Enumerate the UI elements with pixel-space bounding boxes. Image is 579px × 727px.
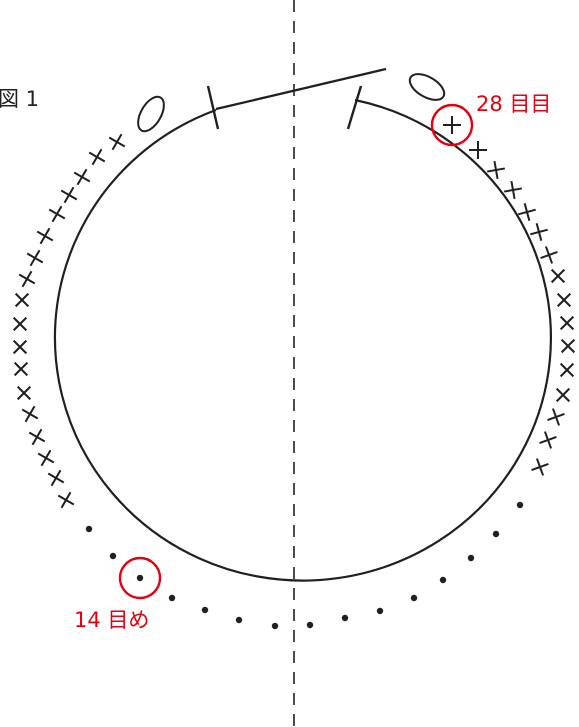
chain-oval-left [137,95,165,133]
single-crochet-symbol [12,339,28,355]
single-crochet-symbol [88,148,106,166]
annotation-14: 14 目め [74,608,149,632]
single-crochet-symbol [555,387,571,403]
single-crochet-symbol [518,203,536,221]
single-crochet-symbol [503,180,523,200]
single-crochet-symbol [13,361,29,377]
slip-stitch-symbol [85,525,93,533]
single-crochet-symbol [469,141,487,159]
single-crochet-symbol [559,315,575,331]
single-crochet-symbol [48,205,66,223]
tail-line [215,67,387,111]
single-crochet-symbol [550,268,566,284]
single-crochet-symbol [14,292,30,308]
slip-stitch-symbol [516,501,524,509]
slip-stitch-symbol [306,621,314,629]
slip-stitch-symbol [376,607,384,615]
single-crochet-symbol [540,246,558,264]
single-crochet-symbol [26,249,44,267]
annotation-28: 28 目目 [476,92,551,116]
single-crochet-symbol [28,428,46,446]
single-crochet-symbol [539,431,557,449]
left-stitch-row [12,133,126,509]
single-crochet-symbol [12,316,28,332]
slip-stitch-symbol [271,622,279,630]
slip-stitch-symbol [235,616,243,624]
right-stitch-row [443,116,576,476]
single-crochet-symbol [108,133,126,151]
start-bar [206,85,220,130]
single-crochet-symbol [560,338,576,354]
figure-label: 図 1 [0,87,39,111]
slip-stitch-symbol [201,606,209,614]
slip-stitch-symbol [136,574,144,582]
slip-stitch-symbol [467,554,475,562]
slip-stitch-symbol [168,594,176,602]
end-bar [346,85,363,130]
single-crochet-symbol [60,186,78,204]
slip-stitch-symbol [439,576,447,584]
single-crochet-symbol [37,449,55,467]
single-crochet-symbol [547,408,565,426]
single-crochet-symbol [47,469,65,487]
single-crochet-symbol [57,491,75,509]
highlight-circle-14 [118,556,162,600]
single-crochet-symbol [36,227,54,245]
single-crochet-symbol [73,168,91,186]
single-crochet-symbol [486,160,506,180]
single-crochet-symbol [559,362,575,378]
slip-stitch-symbol [341,614,349,622]
single-crochet-symbol [18,270,36,288]
ring-circle [53,98,552,582]
single-crochet-symbol [530,223,548,241]
single-crochet-symbol [443,116,461,134]
single-crochet-symbol [21,405,39,423]
slip-stitch-symbol [109,552,117,560]
single-crochet-symbol [556,292,572,308]
single-crochet-symbol [531,458,549,476]
single-crochet-symbol [16,385,32,401]
chain-oval-right [408,73,446,101]
slip-stitch-row [85,501,524,630]
slip-stitch-symbol [410,594,418,602]
highlight-circle-28 [430,103,474,147]
slip-stitch-symbol [492,530,500,538]
